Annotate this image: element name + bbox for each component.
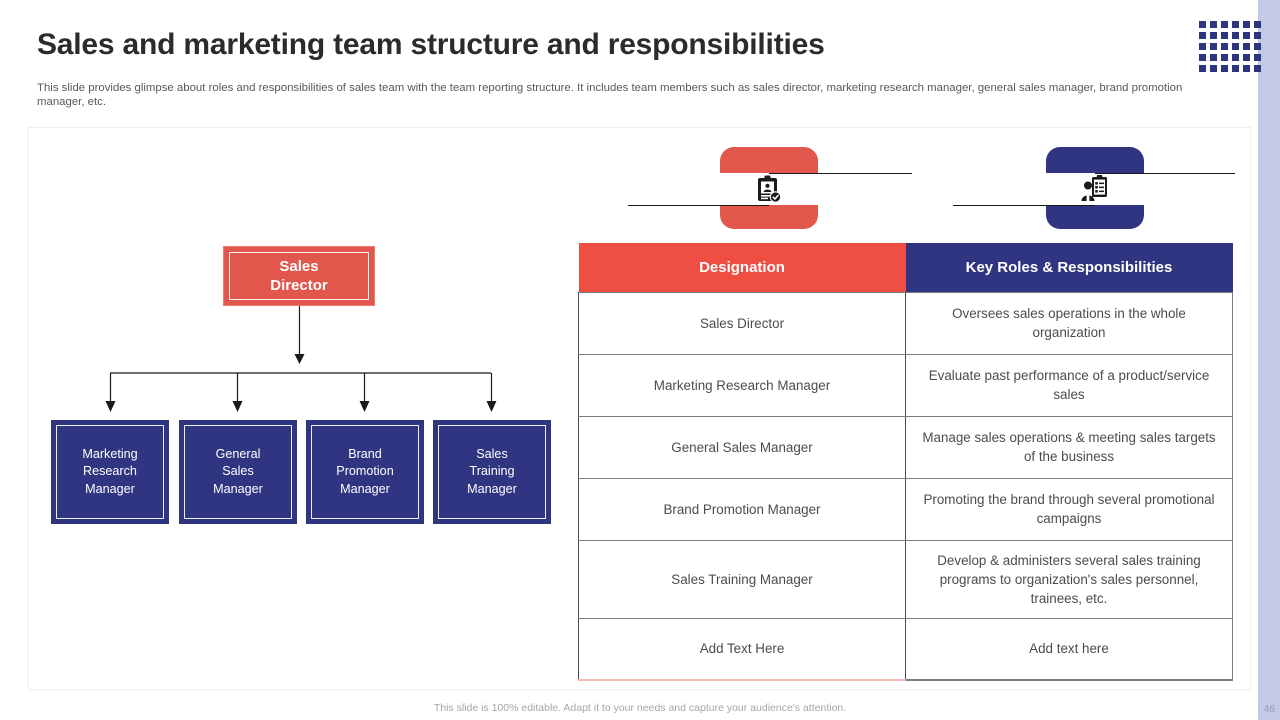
- org-chart-connectors: [105, 306, 497, 412]
- person-checklist-icon-svg: [1081, 175, 1107, 201]
- cell-responsibility: Add text here: [905, 618, 1233, 681]
- cell-responsibility: Oversees sales operations in the whole o…: [905, 291, 1233, 355]
- cell-designation: Marketing Research Manager: [578, 354, 906, 417]
- page-number: 46: [1263, 703, 1275, 715]
- icon-row: [578, 144, 1235, 244]
- dot: [1232, 32, 1239, 39]
- page-subtitle: This slide provides glimpse about roles …: [37, 82, 1183, 109]
- dot-grid-decoration: [1199, 21, 1265, 76]
- dot: [1210, 21, 1217, 28]
- table-row[interactable]: Sales Director Oversees sales operations…: [578, 291, 1233, 355]
- footer-note: This slide is 100% editable. Adapt it to…: [433, 702, 847, 714]
- roles-table-wrap: Designation Key Roles & Responsibilities…: [578, 243, 1233, 681]
- dot: [1232, 65, 1239, 72]
- dot: [1232, 43, 1239, 50]
- table-row[interactable]: Marketing Research Manager Evaluate past…: [578, 354, 1233, 417]
- dot: [1232, 54, 1239, 61]
- right-edge-band: [1258, 0, 1280, 720]
- dot: [1221, 54, 1228, 61]
- dot: [1199, 32, 1206, 39]
- person-checklist-icon: [1046, 173, 1144, 205]
- dot: [1243, 21, 1250, 28]
- dot: [1199, 21, 1206, 28]
- dot: [1243, 43, 1250, 50]
- dot: [1254, 54, 1261, 61]
- dot: [1221, 21, 1228, 28]
- dot: [1254, 21, 1261, 28]
- cell-designation: Sales Training Manager: [578, 540, 906, 619]
- icon-rule-top-right: [1095, 173, 1235, 174]
- dot: [1210, 54, 1217, 61]
- icon-rule-top-right: [769, 173, 912, 174]
- cell-designation: Brand Promotion Manager: [578, 478, 906, 541]
- dot: [1210, 32, 1217, 39]
- cell-designation: Add Text Here: [578, 618, 906, 681]
- cell-designation: Sales Director: [578, 291, 906, 355]
- dot: [1254, 32, 1261, 39]
- clipboard-person-icon: [720, 173, 818, 205]
- responsibilities-icon-block: [953, 147, 1235, 229]
- dot: [1210, 43, 1217, 50]
- dot: [1199, 54, 1206, 61]
- cell-designation: General Sales Manager: [578, 416, 906, 479]
- dot: [1199, 65, 1206, 72]
- cell-responsibility: Develop & administers several sales trai…: [905, 540, 1233, 619]
- cell-responsibility: Evaluate past performance of a product/s…: [905, 354, 1233, 417]
- table-row[interactable]: General Sales Manager Manage sales opera…: [578, 416, 1233, 479]
- table-row[interactable]: Brand Promotion Manager Promoting the br…: [578, 478, 1233, 541]
- dot: [1221, 43, 1228, 50]
- dot: [1232, 21, 1239, 28]
- table-header-key-roles: Key Roles & Responsibilities: [905, 243, 1233, 292]
- icon-rule-bottom-left: [953, 205, 1095, 206]
- table-header-row: Designation Key Roles & Responsibilities: [578, 243, 1233, 292]
- dot: [1221, 65, 1228, 72]
- page-title: Sales and marketing team structure and r…: [37, 28, 825, 61]
- table-row[interactable]: Sales Training Manager Develop & adminis…: [578, 540, 1233, 619]
- table-header-designation: Designation: [578, 243, 906, 292]
- dot: [1254, 65, 1261, 72]
- cell-responsibility: Manage sales operations & meeting sales …: [905, 416, 1233, 479]
- dot: [1254, 43, 1261, 50]
- icon-rule-bottom-left: [628, 205, 769, 206]
- dot: [1243, 32, 1250, 39]
- cell-responsibility: Promoting the brand through several prom…: [905, 478, 1233, 541]
- table-row[interactable]: Add Text Here Add text here: [578, 618, 1233, 681]
- dot: [1243, 54, 1250, 61]
- dot: [1243, 65, 1250, 72]
- dot: [1210, 65, 1217, 72]
- designation-icon-block: [628, 147, 912, 229]
- roles-responsibilities-table: Designation Key Roles & Responsibilities…: [578, 243, 1233, 681]
- dot: [1199, 43, 1206, 50]
- clipboard-person-icon-svg: [758, 175, 782, 203]
- dot: [1221, 32, 1228, 39]
